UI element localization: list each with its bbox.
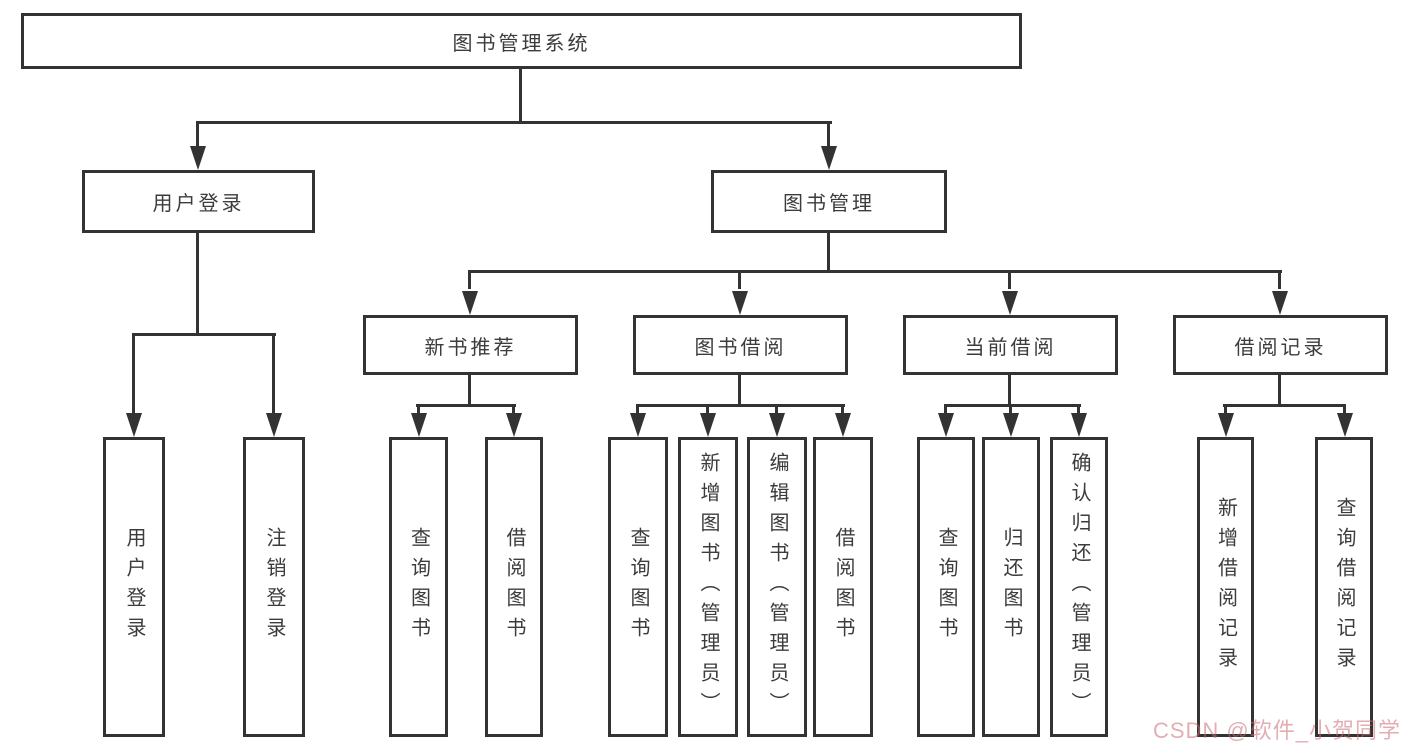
leaf-add-borrow-record: 新增借阅记录 (1197, 437, 1254, 737)
arrow-down-icon (1218, 413, 1234, 437)
connector-line (132, 333, 276, 336)
node-label: 查询借阅记录 (1333, 497, 1355, 677)
connector-line (1278, 375, 1281, 407)
arrow-down-icon (1272, 291, 1288, 315)
arrow-down-icon (821, 146, 837, 170)
leaf-query-books-recommendation: 查询图书 (389, 437, 448, 737)
node-label: 图书管理系统 (452, 32, 591, 55)
arrow-down-icon (411, 413, 427, 437)
node-label: 注销登录 (263, 527, 285, 647)
connector-line (1008, 375, 1011, 407)
arrow-down-icon (506, 413, 522, 437)
connector-line (1223, 404, 1346, 407)
connector-line (417, 404, 420, 416)
leaf-query-borrow-record: 查询借阅记录 (1315, 437, 1373, 737)
connector-line (196, 121, 832, 124)
leaf-return-books: 归还图书 (982, 437, 1040, 737)
node-label: 当前借阅 (964, 336, 1057, 359)
arrow-down-icon (266, 413, 282, 437)
connector-line (827, 122, 830, 148)
arrow-down-icon (835, 413, 851, 437)
connector-line (1278, 273, 1281, 289)
connector-line (468, 270, 1282, 273)
connector-line (1224, 404, 1227, 416)
leaf-query-books-current: 查询图书 (917, 437, 975, 737)
node-label: 新增图书（管理员） (697, 452, 719, 722)
leaf-confirm-return-admin: 确认归还（管理员） (1050, 437, 1108, 737)
node-label: 用户登录 (152, 193, 245, 215)
arrow-down-icon (732, 291, 748, 315)
connector-line (196, 233, 199, 336)
node-label: 查询图书 (627, 527, 649, 647)
connector-line (1008, 273, 1011, 289)
node-label: 归还图书 (1000, 527, 1022, 647)
node-label: 新增借阅记录 (1214, 497, 1237, 677)
node-label: 确认归还（管理员） (1068, 452, 1090, 722)
leaf-user-login: 用户登录 (103, 437, 165, 737)
connector-line (841, 404, 844, 416)
node-label: 新书推荐 (424, 336, 517, 359)
connector-line (738, 273, 741, 289)
leaf-add-books-admin: 新增图书（管理员） (678, 437, 738, 737)
arrow-down-icon (1071, 413, 1087, 437)
node-label: 编辑图书（管理员） (766, 452, 788, 722)
connector-line (944, 404, 1081, 407)
connector-line (416, 404, 516, 407)
leaf-borrow-books-recommendation: 借阅图书 (485, 437, 543, 737)
connector-line (775, 404, 778, 416)
connector-line (196, 122, 199, 148)
node-new-book-recommendation: 新书推荐 (363, 315, 578, 375)
node-book-management: 图书管理 (711, 170, 947, 233)
node-label: 查询图书 (407, 527, 430, 647)
connector-line (512, 404, 515, 416)
connector-line (1009, 404, 1012, 416)
node-label: 图书借阅 (694, 336, 787, 359)
connector-line (944, 404, 947, 416)
arrow-down-icon (769, 413, 785, 437)
leaf-edit-books-admin: 编辑图书（管理员） (747, 437, 807, 737)
node-label: 借阅图书 (503, 527, 525, 647)
node-user-login: 用户登录 (82, 170, 315, 233)
node-book-borrowing: 图书借阅 (633, 315, 848, 375)
connector-line (132, 336, 135, 414)
node-current-borrowing: 当前借阅 (903, 315, 1118, 375)
leaf-logout: 注销登录 (243, 437, 305, 737)
connector-line (827, 233, 830, 273)
arrow-down-icon (700, 413, 716, 437)
node-label: 图书管理 (783, 193, 875, 215)
node-label: 借阅记录 (1234, 336, 1327, 359)
connector-line (1077, 404, 1080, 416)
connector-line (636, 404, 639, 416)
connector-line (738, 375, 741, 407)
arrow-down-icon (630, 413, 646, 437)
node-borrowing-records: 借阅记录 (1173, 315, 1388, 375)
connector-line (1343, 404, 1346, 416)
connector-line (519, 68, 522, 124)
arrow-down-icon (126, 413, 142, 437)
arrow-down-icon (190, 146, 206, 170)
connector-line (636, 404, 845, 407)
node-label: 借阅图书 (832, 527, 854, 647)
node-label: 用户登录 (123, 527, 145, 647)
connector-line (706, 404, 709, 416)
connector-line (272, 336, 275, 414)
arrow-down-icon (1002, 291, 1018, 315)
connector-line (468, 273, 471, 289)
node-label: 查询图书 (935, 527, 957, 647)
leaf-borrow-books: 借阅图书 (813, 437, 873, 737)
arrow-down-icon (1337, 413, 1353, 437)
leaf-query-books-borrowing: 查询图书 (608, 437, 668, 737)
watermark: CSDN @软件_小贺同学 (1152, 718, 1401, 743)
connector-line (468, 375, 471, 407)
arrow-down-icon (1003, 413, 1019, 437)
node-book-management-system: 图书管理系统 (21, 13, 1022, 69)
arrow-down-icon (938, 413, 954, 437)
arrow-down-icon (462, 291, 478, 315)
